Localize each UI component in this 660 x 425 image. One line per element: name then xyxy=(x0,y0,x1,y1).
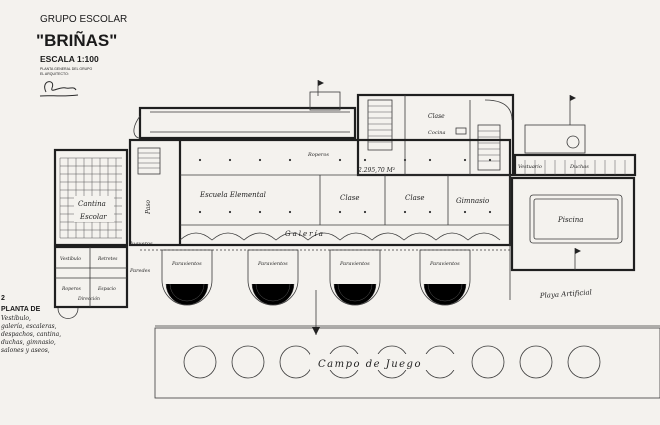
playground-boundary xyxy=(154,327,660,399)
room-label: Escuela Elemental xyxy=(199,191,266,199)
title-block: GRUPO ESCOLAR "BRIÑAS" ESCALA 1:100 PLAN… xyxy=(36,14,127,97)
room-label: Roperos xyxy=(307,152,329,158)
svg-text:2: 2 xyxy=(1,295,5,302)
room-label: Playa Artificial xyxy=(539,288,593,300)
title-small-1: PLANTA GENERAL DEL GRUPO xyxy=(40,67,92,71)
patio-apse-4: Paravientos xyxy=(419,249,471,306)
room-label: Piscina xyxy=(557,216,583,224)
room-label: Cantina xyxy=(78,200,106,208)
patio-apse-1: Paravientos xyxy=(161,249,213,306)
playground: Campo de Juego xyxy=(154,325,660,399)
title-scale: ESCALA 1:100 xyxy=(40,54,99,64)
arrow-icon xyxy=(312,327,320,335)
area-note: 2.295,70 M² xyxy=(357,167,396,174)
column-grid xyxy=(198,158,492,214)
svg-text:Paravientos: Paravientos xyxy=(257,261,288,267)
gallery-arches xyxy=(179,232,501,241)
north-vestibule xyxy=(309,91,341,111)
legend-heading: PLANTA DE xyxy=(1,306,41,313)
service-block xyxy=(53,245,129,309)
room-label: Clase xyxy=(340,194,360,202)
flag-icon xyxy=(575,248,581,254)
north-corridor xyxy=(138,106,357,140)
legend-line: duchas, gimnasio, xyxy=(1,339,56,346)
title-line1: GRUPO ESCOLAR xyxy=(40,14,127,25)
svg-text:Paravientos: Paravientos xyxy=(339,261,370,267)
patio-apse-3: Paravientos xyxy=(329,249,381,306)
title-name: "BRIÑAS" xyxy=(36,30,117,50)
pool xyxy=(529,194,623,244)
stair-icon xyxy=(367,99,393,151)
architect-signature xyxy=(44,81,77,93)
flag-icon xyxy=(318,80,324,86)
room-label: Paso xyxy=(145,200,152,215)
stair-icon xyxy=(137,147,161,175)
svg-text:Paravientos: Paravientos xyxy=(171,261,202,267)
legend-line: salones y aseos, xyxy=(1,347,50,354)
room-label: Escolar xyxy=(79,213,107,221)
svg-text:Paravientos: Paravientos xyxy=(429,261,460,267)
room-label: Vestíbulo xyxy=(60,255,81,262)
stair-icon xyxy=(477,124,501,171)
room-label: Gimnasio xyxy=(456,197,489,205)
room-label: Clase xyxy=(405,194,425,202)
room-label: Dirección xyxy=(77,295,100,302)
room-label: Vestuario xyxy=(518,164,542,170)
signature-underline xyxy=(39,94,79,97)
pool-hall xyxy=(510,176,636,272)
room-label: Galería xyxy=(285,230,325,238)
legend-line: galería, escaleras, xyxy=(1,323,57,330)
room-label: Duchas xyxy=(569,164,589,170)
room-label: Campo de Juego xyxy=(318,359,422,370)
title-small-2: EL ARQUITECTO: xyxy=(40,72,69,76)
building: Clase Cocina Escuela Elemental Clase Cla… xyxy=(53,80,637,319)
legend-line: Vestíbulo, xyxy=(1,315,31,322)
patio-apse-2: Paravientos xyxy=(247,249,299,306)
flag-icon xyxy=(570,95,576,101)
legend: 2 PLANTA DE Vestíbulo, galería, escalera… xyxy=(1,295,61,354)
room-label: Espacio xyxy=(97,286,116,292)
room-label: Jugueros xyxy=(129,241,153,247)
room-label: Clase xyxy=(428,113,445,120)
room-label: Retretes xyxy=(97,256,118,262)
cantina-block xyxy=(53,148,129,247)
legend-line: despachos, cantina, xyxy=(1,331,61,338)
room-label: Cocina xyxy=(428,130,445,136)
room-label: Paredes xyxy=(129,268,151,274)
room-label: Roperos xyxy=(61,286,82,292)
